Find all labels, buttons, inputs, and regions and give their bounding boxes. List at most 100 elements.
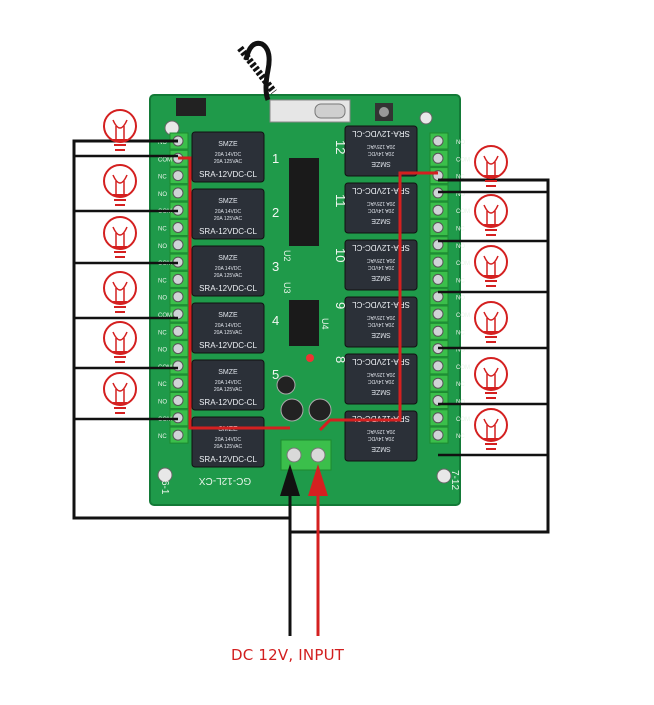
terminal-screw <box>432 152 444 164</box>
terminal-screw <box>172 429 184 441</box>
lamp-wires <box>74 154 548 457</box>
relay-rating: 20A 14VDC <box>368 321 395 327</box>
terminal-screw <box>172 239 184 251</box>
channel-number: 3 <box>272 259 279 274</box>
relay-rating: 20A 14VDC <box>368 207 395 213</box>
left-terminal-label: 6-1 <box>159 480 170 495</box>
capacitor <box>308 398 332 422</box>
terminal-pin-label: NC <box>456 382 465 388</box>
relay-rating: 20A 14VDC <box>215 266 242 272</box>
chip-label-u2: U2 <box>282 250 292 262</box>
relay-rating: 20A 14VDC <box>215 380 242 386</box>
terminal-pin-label: NC <box>158 278 167 284</box>
relay-model: SRA-12VDC-CL <box>199 398 257 407</box>
relay-rating: 20A 125VAC <box>214 159 243 165</box>
status-led <box>306 354 314 362</box>
relay-rating: 20A 125VAC <box>366 314 395 320</box>
relay-model: SRA-12VDC-CL <box>352 243 410 252</box>
light-bulb-icon <box>474 194 508 236</box>
relay-brand: SMZE <box>371 274 391 281</box>
right-terminal-label: 7-12 <box>449 470 460 490</box>
terminal-pin-label: NC <box>456 175 465 181</box>
ic-chip <box>289 158 319 246</box>
terminal-screw <box>172 273 184 285</box>
relay-rating: 20A 14VDC <box>368 435 395 441</box>
terminal-pin-label: COM <box>456 417 470 423</box>
terminal-pin-label: NO <box>456 400 465 406</box>
light-bulb-icon <box>103 109 137 151</box>
mount-hole <box>419 111 433 125</box>
relay-rating: 20A 125VAC <box>366 371 395 377</box>
terminal-pin-label: NO <box>456 296 465 302</box>
light-bulb-icon <box>103 372 137 414</box>
terminal-blocks: NOCOMNCNOCOMNCNOCOMNCNOCOMNCNOCOMNCNOCOM… <box>158 132 470 444</box>
chip-label-u4: U4 <box>320 318 330 330</box>
terminal-screw <box>432 325 444 337</box>
relay-rating: 20A 14VDC <box>368 150 395 156</box>
relay-model: SRA-12VDC-CL <box>199 341 257 350</box>
terminal-screw <box>432 308 444 320</box>
relay-rating: 20A 125VAC <box>214 273 243 279</box>
relay-rating: 20A 14VDC <box>215 209 242 215</box>
relay-model: SRA-12VDC-CL <box>199 455 257 464</box>
relay-rating: 20A 125VAC <box>214 444 243 450</box>
terminal-pin-label: NO <box>456 192 465 198</box>
light-bulb-icon <box>474 145 508 187</box>
relay-model: SRA-12VDC-CL <box>352 129 410 138</box>
terminal-pin-label: COM <box>158 313 172 319</box>
relay-model: SRA-12VDC-CL <box>199 284 257 293</box>
relay-body <box>191 131 265 183</box>
light-bulb-icon <box>103 216 137 258</box>
input-caption: DC 12V, INPUT <box>231 646 345 664</box>
lamps <box>103 109 508 450</box>
terminal-pin-label: NC <box>456 278 465 284</box>
chip-label-u3: U3 <box>282 282 292 294</box>
terminal-screw <box>432 377 444 389</box>
terminal-pin-label: COM <box>456 261 470 267</box>
relay-rating: 20A 14VDC <box>368 264 395 270</box>
terminal-pin-label: NO <box>158 140 167 146</box>
terminal-screw <box>432 273 444 285</box>
relay-body <box>191 188 265 240</box>
relay-rating: 20A 125VAC <box>214 387 243 393</box>
terminal-pin-label: NC <box>456 434 465 440</box>
terminal-pin-label: COM <box>158 157 172 163</box>
relay-rating: 20A 125VAC <box>214 216 243 222</box>
terminal-screw <box>172 291 184 303</box>
channel-number: 4 <box>272 313 279 328</box>
terminal-screw <box>432 222 444 233</box>
terminal-pin-label: NC <box>158 382 167 388</box>
terminal-pin-label: NO <box>456 244 465 250</box>
terminal-pin-label: NO <box>158 400 167 406</box>
relay-body <box>191 302 265 354</box>
terminal-pin-label: COM <box>456 365 470 371</box>
light-bulb-icon <box>474 408 508 450</box>
terminal-screw <box>432 256 444 268</box>
relay-model: SRA-12VDC-CL <box>352 357 410 366</box>
light-bulb-icon <box>474 245 508 287</box>
relay-rating: 20A 14VDC <box>368 378 395 384</box>
light-bulb-icon <box>474 357 508 399</box>
terminal-pin-label: NO <box>158 296 167 302</box>
channel-number: 5 <box>272 367 279 382</box>
input-arrows <box>280 464 328 636</box>
relay-brand: SMZE <box>371 160 391 167</box>
power-screw <box>310 447 326 463</box>
learn-button-cap <box>379 107 389 117</box>
relay-body <box>344 410 418 462</box>
terminal-pin-label: NO <box>456 348 465 354</box>
arrow-up-icon <box>280 464 300 496</box>
terminal-screw <box>172 187 184 199</box>
relay-brand: SMZE <box>218 369 238 376</box>
terminal-screw <box>172 222 184 233</box>
terminal-pin-label: NC <box>158 175 167 181</box>
terminal-screw <box>172 377 184 389</box>
power-screw <box>286 447 302 463</box>
